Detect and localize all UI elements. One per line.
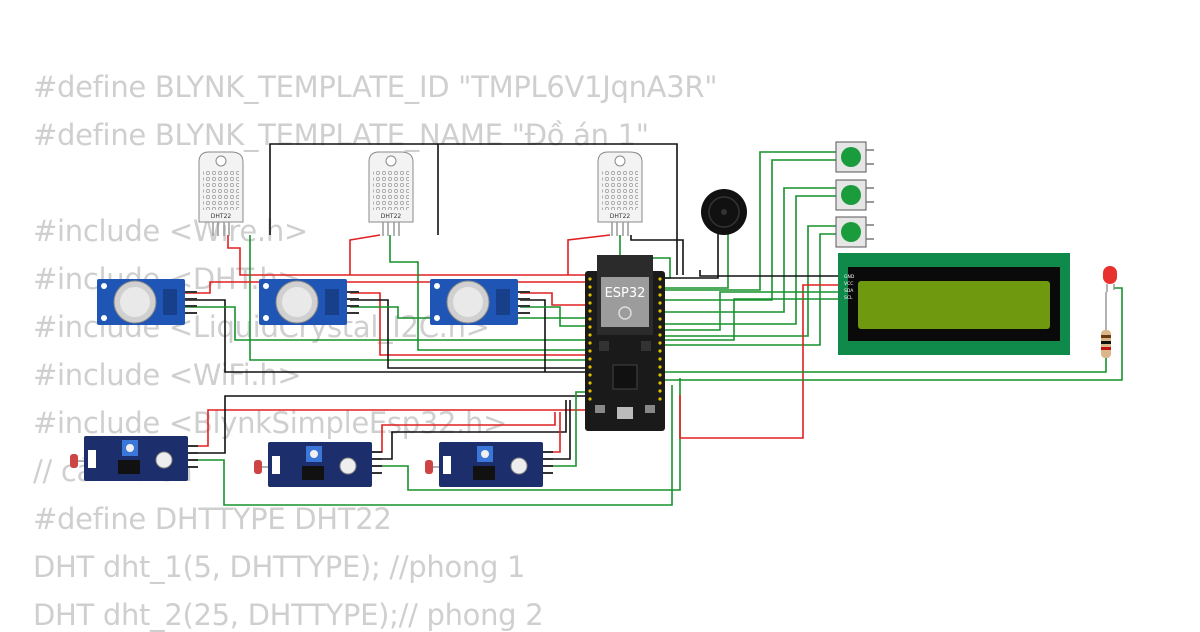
dht22-sensor[interactable]: DHT22 — [368, 151, 414, 236]
lcd-pin-gnd: GND — [844, 274, 855, 280]
code-line: DHT dht_1(5, DHTTYPE); //phong 1 — [33, 550, 526, 584]
esp32-board[interactable]: ESP32 — [585, 255, 665, 431]
lcd-display[interactable]: GND VCC SDA SCL — [838, 253, 1070, 355]
esp32-label: ESP32 — [605, 286, 646, 301]
push-button[interactable] — [835, 216, 874, 248]
lcd-pin-scl: SCL — [844, 295, 853, 301]
lcd-pin-sda: SDA — [844, 288, 854, 294]
code-line: #include <WiFi.h> — [33, 358, 302, 392]
dht-label: DHT22 — [610, 213, 631, 220]
resistor[interactable] — [1101, 292, 1111, 358]
push-button[interactable] — [835, 179, 874, 211]
code-line: #define BLYNK_TEMPLATE_NAME "Đồ án 1" — [33, 118, 649, 152]
code-line: DHT dht_2(25, DHTTYPE);// phong 2 — [33, 598, 544, 632]
dht-label: DHT22 — [381, 213, 402, 220]
buzzer[interactable] — [701, 189, 747, 235]
gas-sensor-module[interactable] — [430, 279, 530, 325]
gas-sensor-module[interactable] — [259, 279, 359, 325]
ldr-sensor-module[interactable] — [70, 436, 198, 481]
ldr-sensor-module[interactable] — [254, 442, 382, 487]
dht22-sensor[interactable]: DHT22 — [597, 151, 643, 236]
dht22-sensor[interactable]: DHT22 — [198, 151, 244, 236]
code-line: #define DHTTYPE DHT22 — [33, 502, 392, 536]
led[interactable] — [1103, 266, 1117, 292]
lcd-pin-vcc: VCC — [844, 281, 853, 287]
push-button[interactable] — [835, 141, 874, 173]
dht-label: DHT22 — [211, 213, 232, 220]
gas-sensor-module[interactable] — [97, 279, 197, 325]
code-line: #define BLYNK_TEMPLATE_ID "TMPL6V1JqnA3R… — [33, 70, 718, 104]
code-line: #include <Wire.h> — [33, 214, 308, 248]
ldr-sensor-module[interactable] — [425, 442, 553, 487]
